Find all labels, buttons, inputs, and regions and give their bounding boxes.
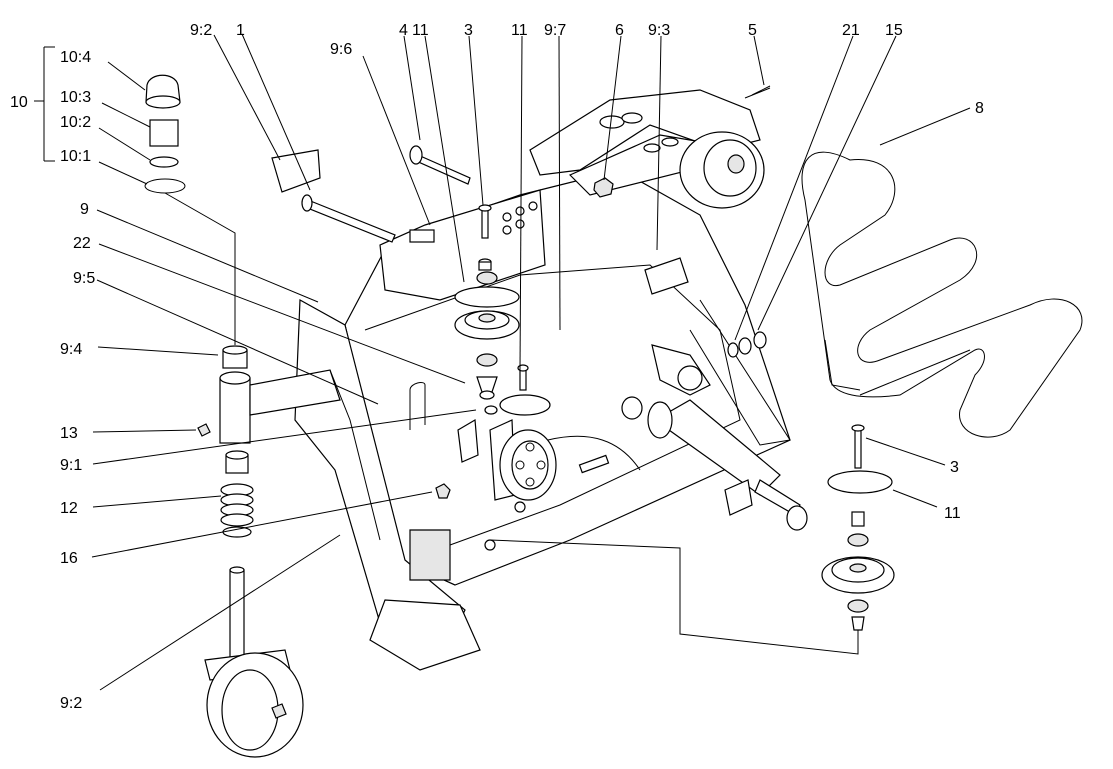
callout-10-4: 10:4 — [60, 49, 91, 66]
callout-1: 1 — [236, 22, 245, 39]
callout-6: 6 — [615, 22, 624, 39]
callout-9-7: 9:7 — [544, 22, 566, 39]
callout-11-b: 11 — [511, 22, 528, 39]
callout-3-a: 3 — [464, 22, 473, 39]
callout-5: 5 — [748, 22, 757, 39]
callout-15: 15 — [885, 22, 903, 39]
belt-8 — [801, 151, 1083, 438]
callout-11-c: 11 — [944, 505, 961, 522]
hydraulic-cylinder — [621, 331, 808, 531]
callout-labels: 10:4 10:3 10:2 10:1 10 9:2 1 9:6 4 11 3 … — [10, 22, 984, 712]
callout-11-a: 11 — [412, 22, 429, 39]
callout-13: 13 — [60, 425, 78, 442]
callout-3-b: 3 — [950, 459, 959, 476]
callout-9: 9 — [80, 201, 89, 218]
right-spindle-exploded — [821, 424, 895, 631]
callout-10-2: 10:2 — [60, 114, 91, 131]
callout-10: 10 — [10, 94, 28, 111]
bolt-1-and-decal — [271, 149, 396, 243]
callout-4: 4 — [399, 22, 408, 39]
callout-21: 21 — [842, 22, 860, 39]
deck-frame — [294, 169, 791, 671]
callout-9-3: 9:3 — [648, 22, 670, 39]
callout-9-2-top: 9:2 — [190, 22, 212, 39]
callout-16: 16 — [60, 550, 78, 567]
callout-9-5: 9:5 — [73, 270, 95, 287]
callout-12: 12 — [60, 500, 78, 517]
idler-assembly — [409, 364, 641, 501]
callout-10-3: 10:3 — [60, 89, 91, 106]
callout-9-2-bottom: 9:2 — [60, 695, 82, 712]
leader-lines — [34, 33, 971, 691]
caster-wheel-assembly — [144, 74, 341, 758]
callout-22: 22 — [73, 235, 91, 252]
lift-arm-assembly — [409, 85, 771, 209]
callout-9-4: 9:4 — [60, 341, 82, 358]
center-spindle-pulley — [454, 204, 520, 415]
callout-10-1: 10:1 — [60, 148, 91, 165]
callout-9-1: 9:1 — [60, 457, 82, 474]
callout-8: 8 — [975, 100, 984, 117]
callout-9-6: 9:6 — [330, 41, 352, 58]
